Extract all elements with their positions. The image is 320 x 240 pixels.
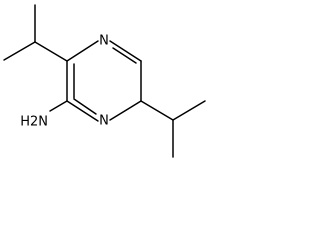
atom-label-amine: H2N: [20, 115, 48, 130]
bond-c3-ch: [34, 41, 68, 62]
bond-c3-n4: [66, 40, 99, 62]
bond-n1-c2: [66, 100, 99, 122]
bond-ch-methyl-left: [3, 41, 36, 61]
bond-ch-methyl-right: [172, 100, 206, 121]
bond-c6-ch: [140, 100, 174, 121]
bond-n4-c5: [109, 40, 142, 62]
structure-diagram: N N H2N: [3, 4, 206, 158]
atom-label-n-top: N: [99, 34, 109, 49]
bond-n1-c2-double: [73, 98, 97, 115]
bond-c2-amine: [49, 100, 68, 112]
bond-n4-c5-double: [112, 47, 137, 64]
bond-c6-n1: [109, 100, 142, 121]
atom-label-n-bottom: N: [99, 114, 109, 129]
